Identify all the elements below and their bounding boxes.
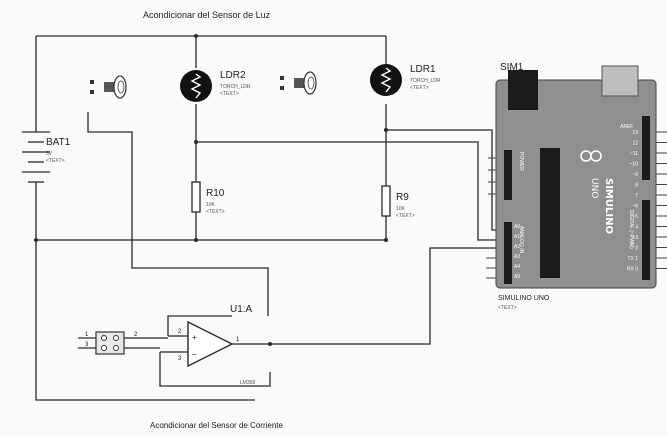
digital-pin-label: TX 1 — [627, 256, 638, 262]
battery-bat1[interactable]: BAT1 5V <TEXT> — [22, 131, 71, 183]
digital-pin-labels: 13 12 ~11 ~10 ~9 8 7 ~6 ~5 4 ~3 2 TX 1 RX 0 — [627, 130, 667, 273]
r9-text: <TEXT> — [396, 213, 415, 219]
opamp-pin-minus: 2 — [178, 329, 182, 335]
junction-dots — [34, 34, 388, 346]
board-logo: SIMULINO — [603, 178, 614, 234]
analog-pin-label: A1 — [514, 234, 520, 240]
digital-pin-label: ~5 — [632, 214, 638, 220]
battery-text: <TEXT> — [46, 158, 65, 164]
digital-pin-label: 13 — [632, 130, 638, 136]
analog-pin-label: A3 — [514, 254, 520, 260]
r10-text: <TEXT> — [206, 209, 225, 215]
ldr2-name: LDR2 — [220, 70, 246, 81]
aref-label: AREF — [620, 124, 633, 130]
digital-pin-label: ~10 — [630, 162, 639, 168]
title-current-sensor: Acondicionar del Sensor de Corriente — [150, 421, 284, 430]
ldr1-model: TORCH_LDR — [410, 78, 441, 84]
analog-pin-label: A2 — [514, 244, 520, 250]
r10-value: 10K — [206, 202, 216, 208]
connector-pin1: 1 — [85, 332, 89, 338]
opamp-model: LM358 — [240, 380, 256, 386]
digital-pin-label: ~9 — [632, 172, 638, 178]
digital-pin-label: ~6 — [632, 204, 638, 210]
digital-pin-label: 4 — [635, 225, 638, 231]
opamp-pin-out: 1 — [236, 337, 240, 343]
board-model: UNO — [589, 178, 599, 198]
connector-pin3: 3 — [85, 342, 89, 348]
current-sensor-connector[interactable]: 1 3 2 — [85, 331, 138, 355]
ldr1-sensor[interactable]: LDR1 TORCH_LDR <TEXT> — [370, 64, 441, 96]
ldr1-name: LDR1 — [410, 64, 436, 75]
ldr1-text: <TEXT> — [410, 85, 429, 91]
resistor-r9[interactable]: R9 10K <TEXT> — [381, 172, 415, 222]
opamp-plus-sign: + — [192, 333, 197, 342]
connector-pin2: 2 — [134, 332, 138, 338]
digital-pin-label: ~11 — [630, 151, 638, 157]
opamp-pin-plus: 3 — [178, 356, 182, 362]
r9-value: 10K — [396, 206, 406, 212]
title-light-sensor: Acondicionar del Sensor de Luz — [143, 10, 271, 20]
arduino-text: <TEXT> — [498, 305, 517, 311]
opamp-u1a[interactable]: + − 2 3 1 U1:A LM358 — [178, 304, 256, 386]
analog-pin-label: A5 — [514, 274, 520, 280]
resistor-r10[interactable]: R10 10K <TEXT> — [191, 170, 225, 222]
analog-pin-label: A0 — [514, 224, 520, 230]
digital-pin-label: 8 — [635, 183, 638, 189]
digital-pin-label: 12 — [632, 141, 638, 147]
digital-label: DIGITAL (~PWM) — [628, 210, 634, 249]
analog-pin-label: A4 — [514, 264, 520, 270]
arduino-board-sim1[interactable]: SIM1 SIMULINO UNO AREF POWER ANALOG IN D… — [495, 62, 667, 311]
power-label: POWER — [518, 152, 524, 171]
digital-pin-label: 7 — [635, 193, 638, 199]
ldr2-text: <TEXT> — [220, 91, 239, 97]
ldr2-model: TORCH_LDR — [220, 84, 251, 90]
r9-name: R9 — [396, 192, 409, 203]
arduino-caption: SIMULINO UNO — [498, 295, 550, 302]
digital-pin-label: ~3 — [632, 235, 638, 241]
opamp-name: U1:A — [230, 304, 253, 315]
r10-name: R10 — [206, 188, 225, 199]
battery-value: 5V — [46, 151, 53, 157]
digital-pin-label: 2 — [635, 246, 638, 252]
analog-label: ANALOG IN — [518, 226, 524, 254]
ldr2-sensor[interactable]: LDR2 TORCH_LDR <TEXT> — [180, 70, 251, 102]
opamp-minus-sign: − — [192, 350, 197, 359]
arduino-ref: SIM1 — [500, 62, 524, 73]
light-source-icon — [90, 75, 127, 99]
light-source-icon — [280, 71, 317, 95]
battery-name: BAT1 — [46, 137, 71, 148]
digital-pin-label: RX 0 — [627, 267, 638, 273]
